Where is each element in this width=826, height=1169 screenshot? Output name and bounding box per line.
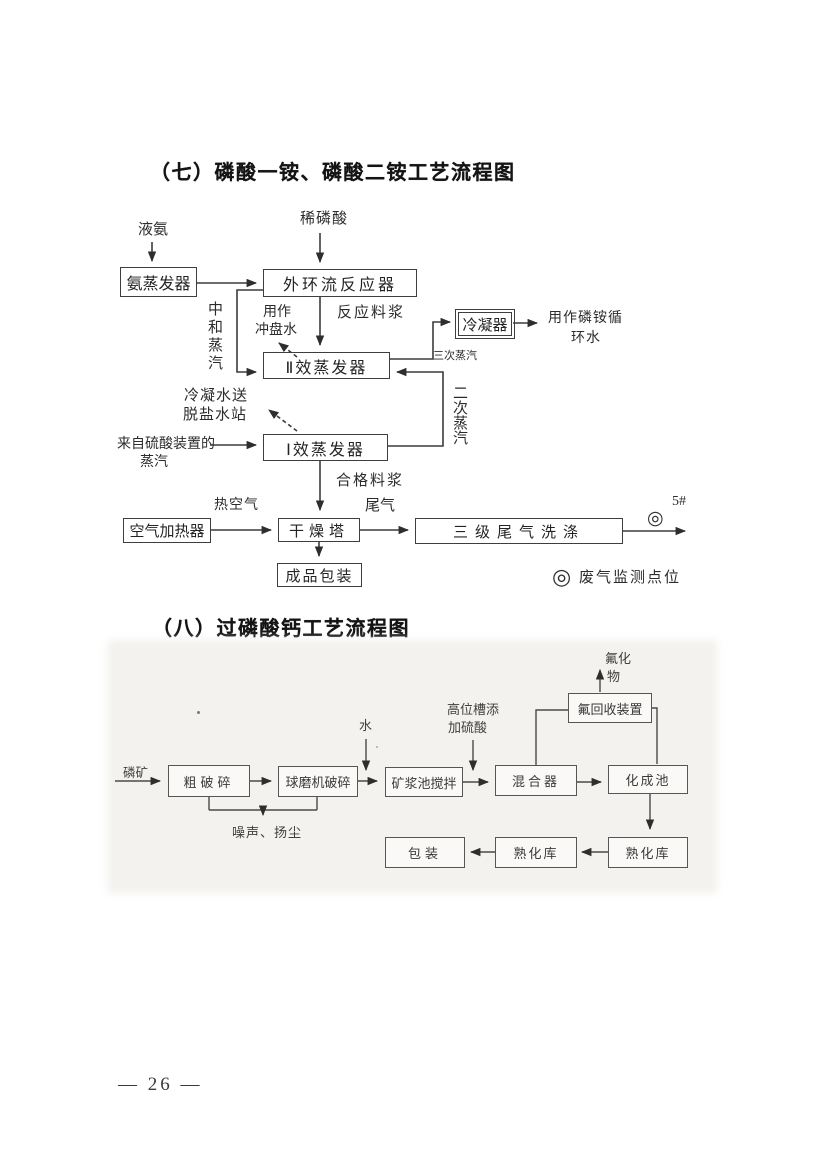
label-fluoride-line1: 氟化 [605, 651, 632, 666]
label-acid-feed-line1: 高位槽添 [447, 702, 500, 717]
flow-box-fluorine-recovery: 氟回收装置 [568, 693, 652, 723]
flow-box-packing: 包装 [385, 837, 465, 868]
label-hot-air: 热空气 [214, 498, 259, 513]
flow-box-ball-mill-crushing: 球磨机破碎 [278, 766, 358, 797]
label-dilute-phosphoric-acid: 稀磷酸 [300, 211, 349, 227]
label-fluoride-line2: 物 [607, 669, 621, 684]
flow-box-effect2-evaporator: Ⅱ效蒸发器 [263, 352, 390, 379]
label-sulfuric-steam-line2: 蒸汽 [140, 455, 168, 470]
label-acid-feed-line2: 加硫酸 [448, 720, 488, 735]
scan-speck [376, 746, 378, 748]
label-condensate-line1: 冷凝水送 [184, 388, 249, 404]
label-noise-dust: 噪声、扬尘 [232, 825, 303, 840]
flow-box-air-heater: 空气加热器 [123, 518, 211, 543]
label-phosphate-ore: 磷矿 [123, 766, 149, 780]
flow-box-condenser: 冷凝器 [455, 309, 515, 339]
label-qualified-slurry: 合格料浆 [336, 473, 405, 489]
legend-monitoring-point-icon: ◎ [552, 564, 572, 589]
label-tail-gas: 尾气 [365, 498, 396, 514]
flow-box-product-packing: 成品包装 [277, 563, 362, 587]
flow-box-curing-warehouse-right: 熟化库 [608, 837, 688, 868]
flow-box-drying-tower: 干燥塔 [278, 518, 360, 542]
label-sulfuric-steam-line1: 来自硫酸装置的 [117, 437, 215, 452]
flow-box-forming-pool: 化成池 [608, 765, 688, 794]
section-7-title: （七）磷酸一铵、磷酸二铵工艺流程图 [150, 162, 516, 184]
label-second-vapor: 二次蒸汽 [451, 385, 467, 445]
flow-box-coarse-crushing: 粗破碎 [168, 765, 250, 797]
flow-box-ammonia-evaporator: 氨蒸发器 [120, 267, 197, 297]
flow-box-curing-warehouse-mid: 熟化库 [495, 837, 577, 868]
label-water: 水 [359, 718, 373, 733]
flow-box-external-loop-reactor: 外环流反应器 [263, 269, 417, 297]
flow-box-tail-gas-washing: 三级尾气洗涤 [415, 518, 623, 544]
label-flushing-water-line2: 冲盘水 [255, 323, 297, 338]
label-flushing-water-line1: 用作 [263, 305, 291, 320]
legend-text: 废气监测点位 [579, 570, 682, 586]
label-liquid-ammonia: 液氨 [138, 222, 169, 238]
monitoring-point-icon: ◎ [647, 508, 664, 529]
label-third-vapor: 三次蒸汽 [433, 350, 477, 362]
label-outlet-5: 5# [672, 494, 686, 509]
section-8-title: （八）过磷酸钙工艺流程图 [152, 618, 410, 640]
label-condensate-line2: 脱盐水站 [183, 407, 248, 423]
label-neutralization-steam: 中和蒸汽 [206, 301, 222, 373]
flow-box-effect1-evaporator: Ⅰ效蒸发器 [263, 434, 388, 461]
label-recirculation-water-line1: 用作磷铵循 [548, 311, 623, 326]
page-number: — 26 — [118, 1074, 203, 1095]
flow-box-slurry-pool-stirring: 矿浆池搅拌 [385, 767, 463, 797]
label-reaction-slurry: 反应料浆 [337, 305, 406, 321]
scan-speck [197, 711, 200, 714]
flow-box-mixer: 混合器 [495, 765, 577, 796]
label-recirculation-water-line2: 环水 [571, 331, 601, 346]
